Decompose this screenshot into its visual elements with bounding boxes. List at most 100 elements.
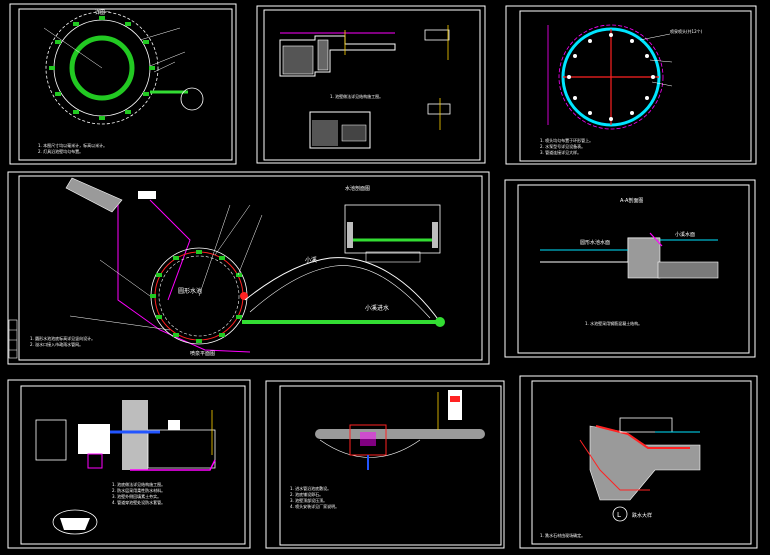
sheet-2-inner-frame [263,9,481,161]
sheet-1-outer-frame [9,3,237,165]
sheet-5-outer-frame [504,179,756,358]
outlet-sump [180,87,204,111]
sheet-6-note-2: 2. 防水层采用柔性防水材料。 [112,487,165,493]
magenta-boundary [149,199,191,301]
pipe-end [435,317,445,327]
detail-box-left [35,419,67,461]
nozzle [630,39,634,43]
sheet-6-note-4: 4. 管道穿池壁处设防水套管。 [112,499,165,505]
pool-marker [236,273,242,277]
pipe-marker [143,92,149,96]
sheet-1: 详图一 1. 本图尺寸均以毫米计，标高以米计。 2. 灯具沿池壁均匀布置。 [9,3,237,165]
small-detail-a [424,29,450,41]
leader-line [639,33,671,41]
basin-curve [319,439,421,458]
leader-line [69,315,171,331]
sheet-8-title: 跌水大样 [632,512,652,519]
pipe-markers [49,16,155,120]
pipe-marker [73,22,79,26]
cascade-liner-lower [579,439,650,491]
sheet-8-inner-frame [531,380,752,545]
stream-label: 小溪 [305,256,317,264]
sheet-4-inner-frame [18,175,483,361]
sheet-7-note-1: 1. 进水管沿池底敷设。 [290,485,331,491]
leader-line [99,259,151,297]
sheet-3-inner-frame [519,10,752,162]
liner-line [130,459,216,471]
sheet-7-note-3: 3. 池壁顶部设压顶。 [290,497,327,503]
nozzle [609,33,613,37]
pool-marker [219,256,225,260]
pipe-marker [99,116,105,120]
pool-inner-ring [158,255,240,337]
section-wall-left [347,222,353,248]
pipe-marker [55,92,61,96]
pump-column [448,390,462,420]
sheet-7-outer-frame [265,380,505,549]
cascade-liner [595,425,690,449]
sheet-6: 1. 池底做法详见结构施工图。 2. 防水层采用柔性防水材料。 3. 池壁外侧回… [7,379,251,549]
cascade-top-stone [619,417,673,433]
stream-edge-upper [244,257,441,323]
pump-marker [450,396,460,402]
sheet-3-note-1: 1. 喷头均匀布置于环形管上。 [540,137,593,143]
sheet-4-outer-frame [7,171,490,365]
inlet-channel [65,177,123,213]
sheet-5-label-left: 圆形水池水面 [580,239,610,246]
section-inset-frame [344,204,441,254]
wall-section-core [317,39,329,71]
sheet-6-note-1: 1. 池底做法详见结构施工图。 [112,481,165,487]
sheet-3-note-3: 3. 管道连接详见大样。 [540,149,581,155]
detail-bubble-fill [60,518,90,530]
pool-body-outline [147,429,216,469]
sheet-1-inner-frame [18,8,233,161]
sheet-2: 1. 池壁做法详见结构施工图。 [256,5,486,164]
leader-line [198,204,231,297]
pipe-marker [55,40,61,44]
stream-bed [657,261,719,279]
overflow-mark [649,232,663,247]
sheet-6-outer-frame [7,379,251,549]
pool-marker [150,294,156,298]
sheet-2-outer-frame [256,5,486,164]
nozzle [609,117,613,121]
pipe-label: 小溪进水 [365,304,389,312]
pool-marker [196,339,202,343]
pipe-marker [99,16,105,20]
detail-circle [612,506,628,522]
wall-column [122,400,148,470]
magenta-outline [117,205,251,353]
sheet-1-note-2: 2. 灯具沿池壁均匀布置。 [38,148,83,154]
leader-line [651,81,673,87]
leader-line [153,61,176,73]
lower-section-outline [309,111,371,149]
wall-section-outline [279,35,396,77]
stream-edge-lower [249,265,431,319]
pool-marker [236,315,242,319]
lower-section-hatch [312,120,338,146]
nozzle-core [360,432,376,446]
pool-marker [196,250,202,254]
nozzle [588,111,592,115]
sheet-3-callout: 喷泉喷头(共12个) [670,28,703,34]
sheet-4: 圆形水池 小溪 小溪进水 水池剖面图 喷泉平面图 1. 圆形水池池底标高详见竖向… [7,171,490,365]
sheet-6-inner-frame [20,385,246,545]
pool-marker [156,315,162,319]
green-ring-pipe [69,35,135,101]
nozzle [645,54,649,58]
sheet-5-inner-frame [517,184,750,354]
pool-markers [150,250,242,343]
sheet-7-note-4: 4. 喷头安装详见厂家说明。 [290,503,339,509]
sheet-7: 1. 进水管沿池底敷设。 2. 池底铺设卵石。 3. 池壁顶部设压顶。 4. 喷… [265,380,505,549]
wall-section-hatch [282,45,314,75]
nozzle [567,75,571,79]
nozzle [573,54,577,58]
sheet-4-note-2: 2. 溢水口接入市政雨水管网。 [30,341,83,347]
small-detail-b [427,103,451,115]
pump-point [240,292,248,300]
pipe-marker [125,110,131,114]
detail-bubble [52,509,98,535]
leader-line [237,214,263,276]
sheet-4-note-1: 1. 圆形水池池底标高详见竖向设计。 [30,335,95,341]
